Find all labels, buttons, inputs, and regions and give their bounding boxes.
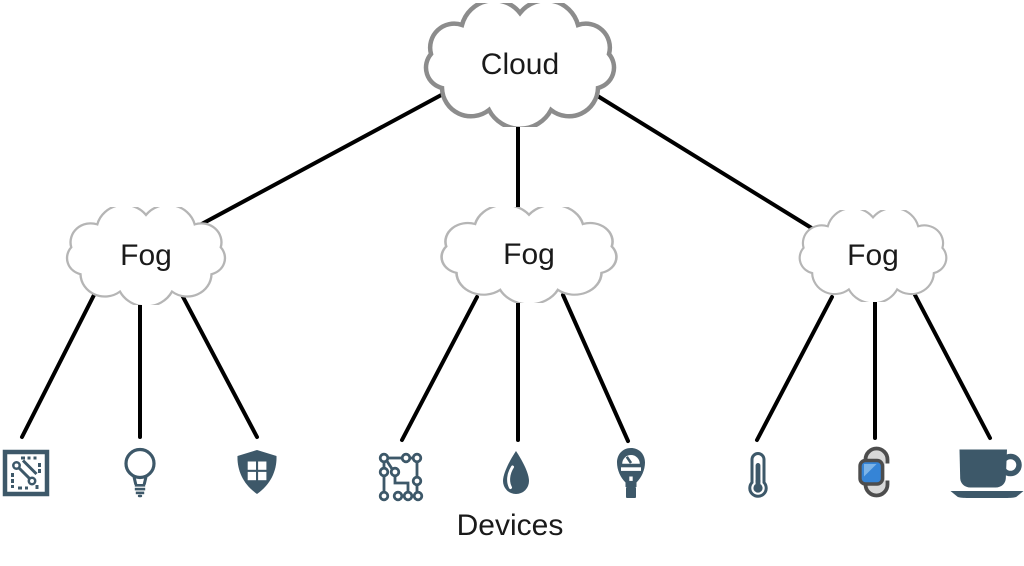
fog-node-right: Fog bbox=[795, 210, 951, 302]
shield-icon bbox=[237, 450, 277, 494]
device-thermometer bbox=[748, 450, 768, 500]
thermometer-icon bbox=[748, 452, 768, 498]
light-bulb-icon bbox=[124, 447, 156, 498]
cloud-label: Cloud bbox=[480, 48, 560, 81]
cloud-node: Cloud bbox=[420, 3, 620, 127]
edge-cloud-fog-left bbox=[196, 91, 447, 228]
fog-label: Fog bbox=[847, 239, 899, 272]
fog-label: Fog bbox=[503, 238, 555, 271]
edge-cloud-fog-right bbox=[594, 93, 820, 234]
water-drop-icon bbox=[503, 451, 529, 494]
circuit-board-icon bbox=[2, 449, 50, 497]
device-smartwatch bbox=[858, 445, 894, 499]
parking-meter-icon bbox=[617, 448, 645, 498]
edge-fog1-device1 bbox=[20, 291, 97, 439]
fog-node-middle: Fog bbox=[436, 207, 622, 303]
devices-label: Devices bbox=[456, 509, 564, 542]
edge-fog2-device4 bbox=[400, 295, 479, 442]
edge-fog2-device6 bbox=[561, 293, 630, 443]
device-light-bulb bbox=[122, 446, 158, 498]
device-circuit-nodes bbox=[378, 452, 424, 502]
device-circuit-board bbox=[2, 448, 50, 498]
coffee-cup-icon bbox=[950, 449, 1024, 498]
device-parking-meter bbox=[614, 447, 648, 499]
fog-node-left: Fog bbox=[62, 207, 230, 305]
smartwatch-icon bbox=[858, 446, 894, 498]
circuit-nodes-icon bbox=[378, 452, 424, 502]
fog-label: Fog bbox=[120, 239, 172, 272]
edge-fog3-device9 bbox=[913, 293, 992, 440]
device-shield bbox=[234, 448, 280, 496]
device-water-drop bbox=[500, 450, 532, 498]
edge-fog3-device7 bbox=[755, 295, 834, 442]
device-coffee-cup bbox=[950, 448, 1024, 498]
edge-fog1-device3 bbox=[180, 293, 259, 439]
